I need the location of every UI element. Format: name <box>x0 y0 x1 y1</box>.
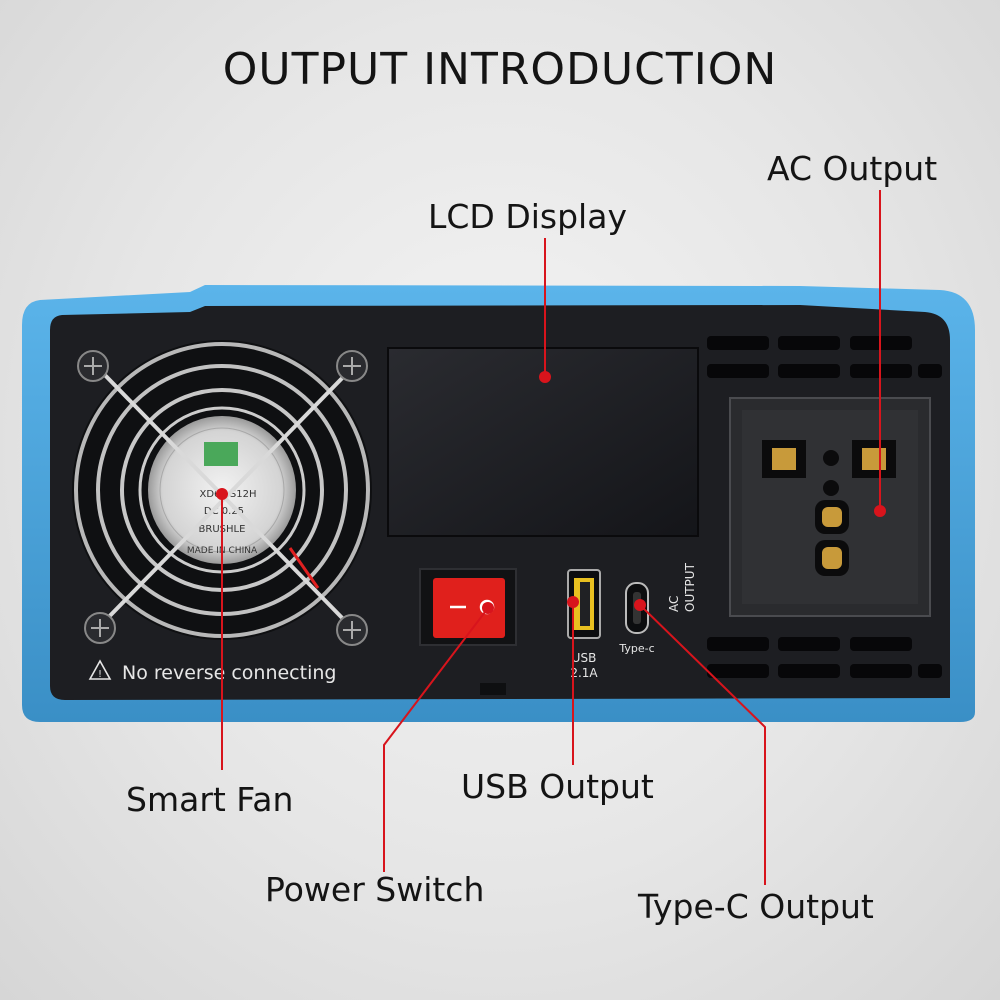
fan-sticker-logo <box>204 442 238 466</box>
ac-socket[interactable] <box>729 397 931 617</box>
callout-ac-output: AC Output <box>767 149 938 188</box>
warning-text: No reverse connecting <box>122 662 336 684</box>
notch <box>480 683 506 695</box>
ac-output-label: OUTPUT <box>683 562 697 612</box>
screw-bottom-left <box>84 612 116 644</box>
callout-smart-fan: Smart Fan <box>126 780 294 819</box>
callout-lines <box>221 190 881 885</box>
callout-usb-output: USB Output <box>461 767 654 806</box>
usb-port[interactable] <box>567 569 601 639</box>
screw-top-right <box>336 350 368 382</box>
callout-power-switch: Power Switch <box>265 870 485 909</box>
type-c-label: Type-c <box>618 642 654 655</box>
callout-lcd-display: LCD Display <box>428 197 627 236</box>
usb-label: USB <box>572 651 597 665</box>
warning-label: ! No reverse connecting <box>88 659 336 684</box>
fan-sticker-dc: DC 0.25 <box>204 506 244 517</box>
usb-current-label: 2.1A <box>570 666 598 680</box>
callout-type-c-output: Type-C Output <box>638 887 874 926</box>
callout-dots <box>216 371 886 614</box>
ac-label: AC <box>667 596 681 612</box>
page-title: OUTPUT INTRODUCTION <box>222 44 778 95</box>
screw-bottom-right <box>336 614 368 646</box>
screw-top-left <box>77 350 109 382</box>
svg-text:!: ! <box>98 669 102 680</box>
vent-slots-bottom <box>707 637 942 678</box>
